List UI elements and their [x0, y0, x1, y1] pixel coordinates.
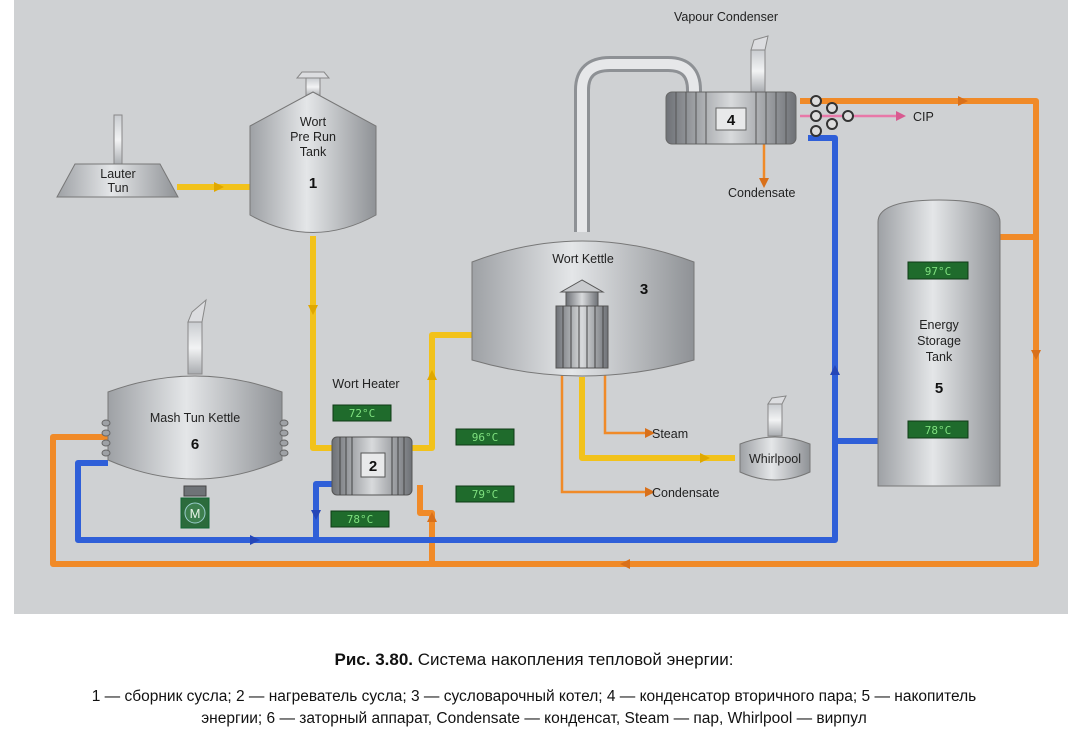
- label-lauter-tun-line1: Lauter: [100, 167, 135, 181]
- number-6: 6: [191, 436, 199, 453]
- thermal-energy-storage-diagram: 72°C 96°C 79°C 78°C 97°C 78°C Vapour Con…: [14, 0, 1068, 614]
- display-storage-bottom: [907, 420, 969, 439]
- label-pre-run-tank-line3: Tank: [300, 145, 327, 159]
- wort-heater: [331, 436, 413, 496]
- figure-number: Рис. 3.80.: [334, 650, 414, 669]
- display-heater-top-value: 72°C: [349, 407, 376, 420]
- number-4: 4: [727, 112, 736, 129]
- label-storage-line3: Tank: [926, 350, 953, 364]
- label-wort-kettle: Wort Kettle: [552, 252, 614, 266]
- display-heater-right-bottom: [455, 485, 515, 503]
- figure-legend: 1 — сборник сусла; 2 — нагреватель сусла…: [0, 686, 1068, 730]
- cold-water-pipes: [75, 135, 878, 543]
- display-heater-right-top-value: 96°C: [472, 431, 499, 444]
- number-3: 3: [640, 281, 648, 298]
- number-2: 2: [369, 458, 377, 475]
- mash-tun-kettle: [101, 298, 289, 529]
- label-condensate-top: Condensate: [728, 186, 795, 200]
- label-vapour-condenser: Vapour Condenser: [674, 10, 778, 24]
- label-wort-heater: Wort Heater: [332, 377, 399, 391]
- number-1: 1: [309, 175, 317, 192]
- wort-kettle: [471, 240, 695, 377]
- label-storage-line2: Storage: [917, 334, 961, 348]
- label-pre-run-tank-line2: Pre Run: [290, 130, 336, 144]
- label-storage-line1: Energy: [919, 318, 959, 332]
- display-storage-top: [907, 261, 969, 280]
- whirlpool-vessel: [739, 395, 811, 481]
- label-steam: Steam: [652, 427, 688, 441]
- display-heater-bottom: [330, 510, 390, 528]
- legend-line-1: 1 — сборник сусла; 2 — нагреватель сусла…: [91, 688, 977, 705]
- display-storage-bottom-value: 78°C: [925, 424, 952, 437]
- lauter-tun: [56, 114, 179, 198]
- display-heater-right-bottom-value: 79°C: [472, 488, 499, 501]
- legend-line-2: энергии; 6 — заторный аппарат, Condensat…: [201, 710, 867, 727]
- temperature-displays: 72°C 96°C 79°C 78°C 97°C 78°C: [330, 261, 969, 528]
- display-storage-top-value: 97°C: [925, 265, 952, 278]
- label-mash-tun-kettle: Mash Tun Kettle: [150, 411, 240, 425]
- steam-condensate-pipes: [560, 140, 766, 494]
- motor-label: M: [190, 506, 201, 521]
- label-condensate-bottom: Condensate: [652, 486, 719, 500]
- display-heater-right-top: [455, 428, 515, 446]
- label-whirlpool: Whirlpool: [749, 452, 801, 466]
- label-lauter-tun-line2: Tun: [107, 181, 128, 195]
- display-heater-bottom-value: 78°C: [347, 513, 374, 526]
- flow-arrows: [214, 96, 1041, 569]
- number-5: 5: [935, 380, 943, 397]
- vapour-condenser: [574, 35, 854, 232]
- wort-pre-run-tank: [249, 71, 377, 233]
- figure-caption: Рис. 3.80. Система накопления тепловой э…: [0, 650, 1068, 670]
- label-pre-run-tank-line1: Wort: [300, 115, 327, 129]
- display-heater-top: [332, 404, 392, 422]
- label-cip: CIP: [913, 110, 934, 124]
- figure-title: Система накопления тепловой энергии:: [413, 650, 734, 669]
